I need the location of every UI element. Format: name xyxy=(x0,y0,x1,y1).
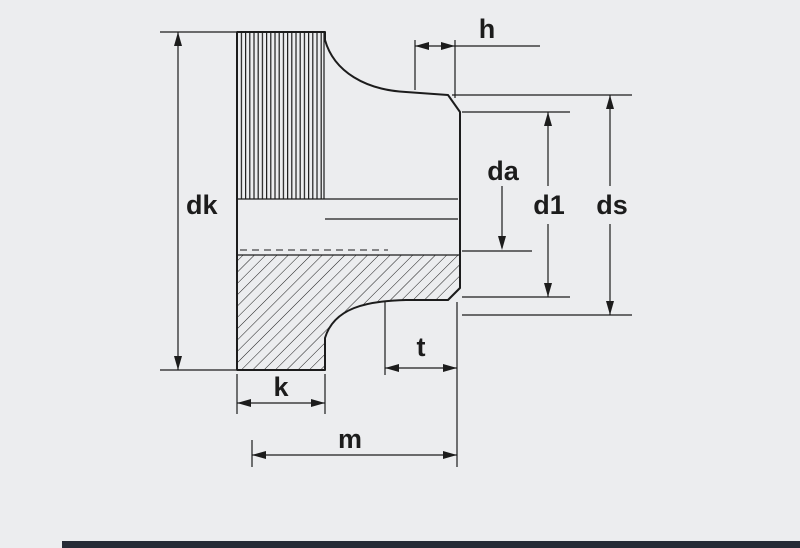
part-outline xyxy=(236,31,461,371)
dim-label-dk: dk xyxy=(186,190,218,220)
section-hatch xyxy=(237,254,460,370)
arrowhead-down xyxy=(174,356,182,370)
arrowhead-down xyxy=(498,236,506,250)
arrowhead-left xyxy=(252,451,266,459)
arrowhead-left xyxy=(385,364,399,372)
arrowhead-up xyxy=(544,112,552,126)
dim-label-ds: ds xyxy=(596,190,628,220)
dim-label-m: m xyxy=(338,424,362,454)
dimension-da: da xyxy=(487,156,520,250)
arrowhead-right xyxy=(441,42,455,50)
dimension-k: k xyxy=(236,372,326,414)
hatched-section xyxy=(237,255,460,370)
dim-label-k: k xyxy=(273,372,289,402)
adjacent-image-strip xyxy=(62,541,800,548)
dimension-m: m xyxy=(251,424,457,467)
arrowhead-right xyxy=(311,399,325,407)
arrowhead-up xyxy=(606,95,614,109)
arrowhead-left xyxy=(415,42,429,50)
dimension-ds: ds xyxy=(596,95,628,315)
extension-lines-right xyxy=(452,94,632,316)
dimension-dk: dk xyxy=(160,31,236,371)
dim-label-t: t xyxy=(417,332,426,362)
dim-label-d1: d1 xyxy=(533,190,565,220)
dimension-t: t xyxy=(384,302,458,467)
knurl-lines xyxy=(238,33,324,199)
dimension-h: h xyxy=(414,14,540,98)
knurl-texture xyxy=(238,33,325,199)
arrowhead-right xyxy=(443,364,457,372)
internal-lines xyxy=(237,198,458,251)
part-silhouette xyxy=(236,31,461,371)
arrowhead-down xyxy=(544,283,552,297)
dimension-d1: d1 xyxy=(533,112,565,297)
arrowhead-up xyxy=(174,32,182,46)
dim-label-da: da xyxy=(487,156,519,186)
arrowhead-right xyxy=(443,451,457,459)
arrowhead-left xyxy=(237,399,251,407)
arrowhead-down xyxy=(606,301,614,315)
dim-label-h: h xyxy=(479,14,496,44)
